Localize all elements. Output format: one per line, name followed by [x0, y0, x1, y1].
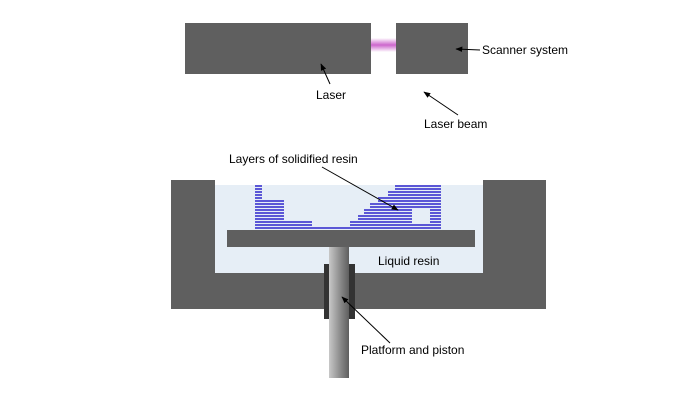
resin-layer-strip: [364, 209, 412, 211]
resin-layer-strip: [370, 206, 441, 208]
resin-vat: [171, 180, 546, 309]
label-liquid-resin: Liquid resin: [378, 254, 439, 268]
resin-layer-strip: [430, 215, 441, 217]
resin-layer-strip: [255, 221, 312, 223]
resin-layer-strip: [395, 188, 441, 190]
resin-layer-strip: [378, 200, 441, 202]
resin-layer-strip: [255, 200, 284, 202]
resin-layer-strip: [255, 194, 262, 196]
resin-layer-strip: [350, 224, 441, 226]
resin-layer-strip: [255, 227, 312, 229]
resin-layer-strip: [255, 218, 284, 220]
piston: [329, 247, 349, 378]
resin-layer-strip: [255, 191, 262, 193]
laser-unit: [185, 23, 371, 74]
arrow-platform: [341, 296, 391, 344]
resin-layer-strip: [312, 227, 441, 229]
resin-layer-strip: [388, 194, 441, 196]
arrow-scanner: [455, 46, 481, 53]
leader-arrows: [320, 46, 481, 344]
label-laser: Laser: [316, 88, 346, 102]
arrow-layers: [321, 166, 399, 211]
resin-layer-strip: [378, 197, 441, 199]
resin-layer-strip: [430, 212, 441, 214]
resin-layer-strip: [350, 221, 412, 223]
solidified-resin-layers: [255, 185, 441, 229]
resin-layer-strip: [255, 224, 312, 226]
resin-layer-strip: [395, 185, 441, 187]
resin-layer-strip: [255, 203, 284, 205]
resin-layer-strip: [255, 188, 262, 190]
build-platform: [227, 230, 475, 247]
laser-beam: [371, 38, 396, 52]
resin-layer-strip: [255, 215, 284, 217]
resin-layer-strip: [430, 209, 441, 211]
resin-layer-strip: [364, 212, 412, 214]
resin-layer-strip: [255, 206, 284, 208]
label-laser-beam: Laser beam: [424, 117, 487, 131]
resin-layer-strip: [388, 191, 441, 193]
label-solidified-resin: Layers of solidified resin: [229, 152, 358, 166]
arrow-laser: [320, 63, 331, 85]
resin-layer-strip: [255, 185, 262, 187]
resin-layer-strip: [358, 218, 412, 220]
resin-layer-strip: [255, 212, 284, 214]
label-scanner-system: Scanner system: [482, 43, 568, 57]
label-platform-piston: Platform and piston: [361, 343, 464, 357]
resin-layer-strip: [430, 218, 441, 220]
resin-layer-strip: [358, 215, 412, 217]
resin-layer-strip: [255, 197, 262, 199]
resin-layer-strip: [255, 209, 284, 211]
arrow-laser-beam: [423, 91, 459, 116]
resin-layer-strip: [430, 221, 441, 223]
resin-layer-strip: [370, 203, 441, 205]
scanner-unit: [396, 23, 468, 74]
